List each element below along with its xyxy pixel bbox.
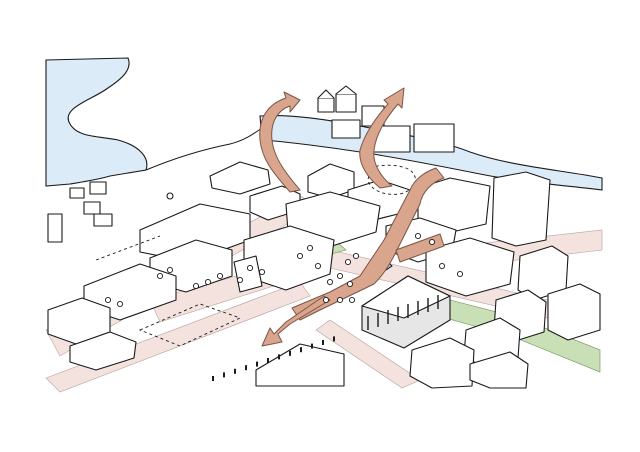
tree-icon (116, 300, 124, 308)
civic-landmark-building (361, 275, 451, 349)
tree-icon (348, 296, 356, 304)
tree-icon (104, 296, 112, 304)
tree-icon (346, 280, 354, 288)
tree-icon (456, 270, 464, 278)
tree-icon (314, 262, 322, 270)
tree-icon (156, 272, 164, 280)
southern-building (255, 343, 345, 387)
north-west-arrow (259, 91, 301, 193)
south-west-arrow (261, 295, 331, 347)
north-east-arrow (359, 87, 405, 189)
bollard-icon (212, 336, 335, 381)
bollard-icon (245, 365, 247, 371)
bollard-icon (212, 376, 214, 381)
tree-icon (166, 266, 174, 274)
central-blocks (233, 191, 515, 297)
bollard-icon (234, 368, 236, 374)
bollard-icon (267, 358, 269, 363)
tree-icon (438, 262, 446, 270)
tree-icon (344, 258, 352, 266)
bollard-icon (289, 350, 291, 356)
landmark-circle (166, 192, 174, 200)
tree-icon (296, 252, 304, 260)
coastline-edge (145, 127, 263, 171)
bollard-icon (311, 343, 313, 349)
tree-icon (414, 232, 422, 240)
bollard-icon (223, 372, 225, 378)
tree-icon (246, 264, 254, 272)
dashed-layout-lines (95, 164, 416, 347)
tree-icon (322, 296, 330, 304)
waterfront-buildings (307, 163, 551, 247)
central-spine (291, 167, 445, 321)
east-buildings (409, 245, 601, 389)
tree-icon (216, 272, 224, 280)
tree-icon (428, 238, 436, 246)
tree-icon (258, 268, 266, 276)
tree-icon (236, 276, 244, 284)
tree-icon (326, 278, 334, 286)
tree-icon (336, 296, 344, 304)
tree-icon (352, 252, 360, 260)
buildings (47, 85, 601, 389)
tree-icon (204, 278, 212, 286)
coast-houses (47, 161, 271, 243)
tree-icon (104, 232, 464, 308)
bollard-icon (322, 340, 324, 345)
west-blocks (47, 185, 301, 371)
tree-icon (336, 272, 344, 280)
bollard-icon (278, 354, 280, 360)
bollard-icon (256, 361, 258, 367)
bollard-icon (300, 347, 302, 353)
tree-icon (192, 282, 200, 290)
bollard-icon (333, 336, 335, 342)
tree-icon (306, 244, 314, 252)
south-road (315, 319, 421, 389)
